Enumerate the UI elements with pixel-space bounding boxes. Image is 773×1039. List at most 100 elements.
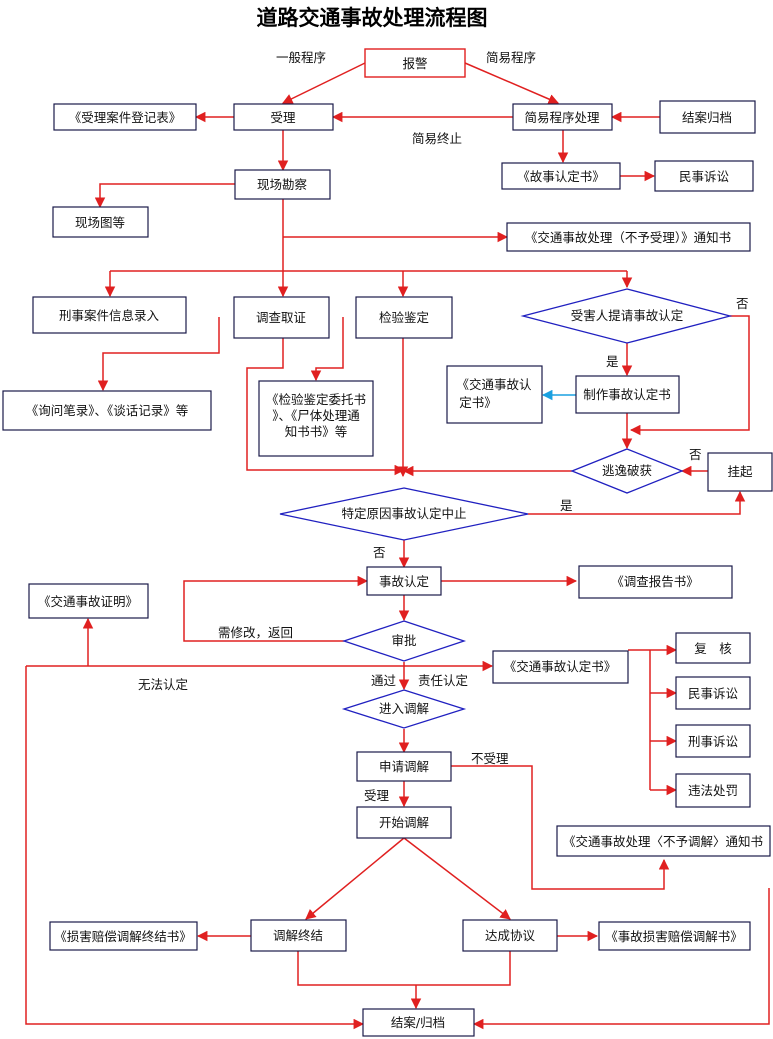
- node-baojing[interactable]: 报警: [364, 48, 466, 78]
- label-fou-2: 否: [689, 447, 702, 462]
- svg-text:现场图等: 现场图等: [75, 215, 125, 230]
- node-zhizuo-rendingshu[interactable]: 制作事故认定书: [575, 375, 680, 414]
- svg-text:结案/归档: 结案/归档: [391, 1015, 445, 1030]
- svg-text:简易程序处理: 简易程序处理: [524, 110, 600, 125]
- node-bushouli-tongzhi[interactable]: 《交通事故处理（不予受理）》通知书: [506, 222, 751, 252]
- svg-text:开始调解: 开始调解: [379, 815, 429, 830]
- svg-text:》、《尸体处理通: 》、《尸体处理通: [272, 408, 360, 423]
- svg-text:结案归档: 结案归档: [682, 110, 732, 125]
- node-dacheng-xieyi[interactable]: 达成协议: [462, 919, 558, 952]
- svg-text:申请调解: 申请调解: [379, 759, 429, 774]
- node-kaishi-tiaojie[interactable]: 开始调解: [356, 806, 452, 839]
- svg-text:受害人提请事故认定: 受害人提请事故认定: [571, 308, 684, 323]
- node-weituoshu[interactable]: 《检验鉴定委托书 》、《尸体处理通 知书书》等: [258, 380, 374, 457]
- svg-text:《交通事故处理〈不予调解〉通知书: 《交通事故处理〈不予调解〉通知书: [563, 834, 763, 849]
- node-shenqing-tiaojie[interactable]: 申请调解: [356, 751, 452, 782]
- decision-shenpi[interactable]: 审批: [341, 620, 467, 662]
- svg-text:《受理案件登记表》: 《受理案件登记表》: [69, 110, 182, 125]
- arrow-shouhairen-fou: [629, 315, 750, 436]
- node-minshi-2[interactable]: 民事诉讼: [675, 676, 751, 710]
- svg-text:现场勘察: 现场勘察: [257, 177, 308, 192]
- svg-text:复 核: 复 核: [694, 641, 732, 656]
- svg-text:《损害赔偿调解终结书》: 《损害赔偿调解终结书》: [54, 929, 192, 944]
- arrow-diaocha-merge: [246, 338, 406, 476]
- node-xianchang-kancha[interactable]: 现场勘察: [234, 169, 331, 200]
- svg-text:《检验鉴定委托书: 《检验鉴定委托书: [266, 392, 366, 407]
- node-guaqi[interactable]: 挂起: [707, 452, 773, 492]
- node-zhongjieshu[interactable]: 《损害赔偿调解终结书》: [49, 921, 198, 951]
- arrow-shenpi-return: [183, 575, 369, 642]
- label-bushouli: 不受理: [471, 751, 509, 766]
- node-shigu-zhengming[interactable]: 《交通事故证明》: [28, 583, 149, 619]
- node-minshi-1[interactable]: 民事诉讼: [654, 160, 754, 192]
- svg-text:《交通事故处理（不予受理）》通知书: 《交通事故处理（不予受理）》通知书: [525, 230, 731, 245]
- svg-text:审批: 审批: [391, 633, 416, 648]
- label-tongguo: 通过: [371, 673, 397, 688]
- svg-text:达成协议: 达成协议: [485, 928, 536, 943]
- label-shouli: 受理: [364, 788, 390, 803]
- arrow-right-jiean: [472, 888, 770, 1030]
- svg-text:民事诉讼: 民事诉讼: [688, 686, 738, 701]
- label-wufa-rending: 无法认定: [138, 677, 188, 692]
- svg-text:进入调解: 进入调解: [379, 701, 429, 716]
- arrow-kancha-xianchangtu: [94, 183, 235, 209]
- node-diaocha-quzheng[interactable]: 调查取证: [233, 296, 330, 339]
- svg-text:《事故损害赔偿调解书》: 《事故损害赔偿调解书》: [605, 929, 743, 944]
- label-xuxiugai: 需修改，返回: [218, 625, 293, 640]
- node-shouli[interactable]: 受理: [233, 103, 334, 131]
- label-shi-1: 是: [606, 354, 619, 369]
- label-fou-1: 否: [736, 296, 749, 311]
- label-yiban: 一般程序: [276, 50, 326, 65]
- decision-taoyi-pohuo[interactable]: 逃逸破获: [570, 448, 684, 494]
- decision-tedingyuanyin[interactable]: 特定原因事故认定中止: [279, 487, 529, 541]
- label-zeren-rending: 责任认定: [418, 673, 468, 688]
- node-weifa-chufa[interactable]: 违法处罚: [675, 773, 751, 808]
- svg-text:《调查报告书》: 《调查报告书》: [611, 574, 699, 589]
- svg-text:挂起: 挂起: [727, 464, 753, 479]
- node-xingshi-susong[interactable]: 刑事诉讼: [675, 724, 751, 758]
- node-dengjibiao[interactable]: 《受理案件登记表》: [53, 103, 197, 131]
- node-jiean-guidang[interactable]: 结案归档: [659, 100, 756, 134]
- label-shi-2: 是: [560, 498, 573, 513]
- arrow-kaishi-zhongjie: [305, 837, 405, 920]
- node-xingshi-xinxi[interactable]: 刑事案件信息录入: [32, 296, 187, 334]
- page-title: 道路交通事故处理流程图: [257, 6, 488, 30]
- node-jiean[interactable]: 结案/归档: [362, 1008, 475, 1037]
- edge-labels: 一般程序 简易程序 简易终止 否 是 否 是 否 需修改，返回 无法认定 通过 …: [138, 50, 749, 803]
- svg-text:调解终结: 调解终结: [273, 928, 323, 943]
- svg-text:受理: 受理: [270, 110, 296, 125]
- node-guzhang-rending[interactable]: 《故事认定书》: [501, 162, 621, 190]
- svg-text:《询问笔录》、《谈话记录》等: 《询问笔录》、《谈话记录》等: [26, 403, 189, 418]
- node-xunwen-bilu[interactable]: 《询问笔录》、《谈话记录》等: [2, 390, 212, 431]
- node-jtsg-rending[interactable]: 《交通事故认 定书》: [446, 365, 543, 424]
- node-jianyi[interactable]: 简易程序处理: [512, 103, 613, 131]
- svg-text:违法处罚: 违法处罚: [688, 783, 738, 798]
- decision-jinru-tiaojie[interactable]: 进入调解: [341, 689, 467, 729]
- svg-text:制作事故认定书: 制作事故认定书: [583, 387, 671, 402]
- arrow-jianyan-weituo: [310, 317, 344, 382]
- svg-text:定书》: 定书》: [459, 395, 497, 410]
- node-fuhe[interactable]: 复 核: [675, 632, 751, 664]
- node-buyu-tiaojie[interactable]: 《交通事故处理〈不予调解〉通知书: [556, 825, 771, 857]
- line-bottom-merge: [297, 951, 511, 986]
- label-jianyi-chengxu: 简易程序: [486, 50, 536, 65]
- svg-text:事故认定: 事故认定: [379, 574, 429, 589]
- node-jtsg-rendingshu[interactable]: 《交通事故认定书》: [492, 650, 629, 684]
- decision-shouhairen[interactable]: 受害人提请事故认定: [520, 288, 733, 344]
- svg-text:调查取证: 调查取证: [256, 310, 307, 325]
- node-shigu-rending[interactable]: 事故认定: [366, 566, 442, 596]
- node-jianyan-jianding[interactable]: 检验鉴定: [355, 296, 453, 339]
- arrow-baojing-shouli: [282, 62, 366, 104]
- svg-text:《交通事故认定书》: 《交通事故认定书》: [504, 659, 617, 674]
- arrow-wufa-jiean: [25, 666, 365, 1030]
- svg-text:报警: 报警: [402, 56, 427, 71]
- node-xianchangtu[interactable]: 现场图等: [52, 206, 149, 238]
- svg-text:《故事认定书》: 《故事认定书》: [517, 169, 605, 184]
- node-diaocha-baogao[interactable]: 《调查报告书》: [578, 565, 733, 599]
- svg-text:民事诉讼: 民事诉讼: [679, 169, 729, 184]
- node-tiaojie-zhongjie[interactable]: 调解终结: [250, 919, 347, 952]
- node-tiaojieshu[interactable]: 《事故损害赔偿调解书》: [598, 921, 751, 951]
- label-fou-3: 否: [373, 545, 386, 560]
- connectors: [25, 62, 770, 1030]
